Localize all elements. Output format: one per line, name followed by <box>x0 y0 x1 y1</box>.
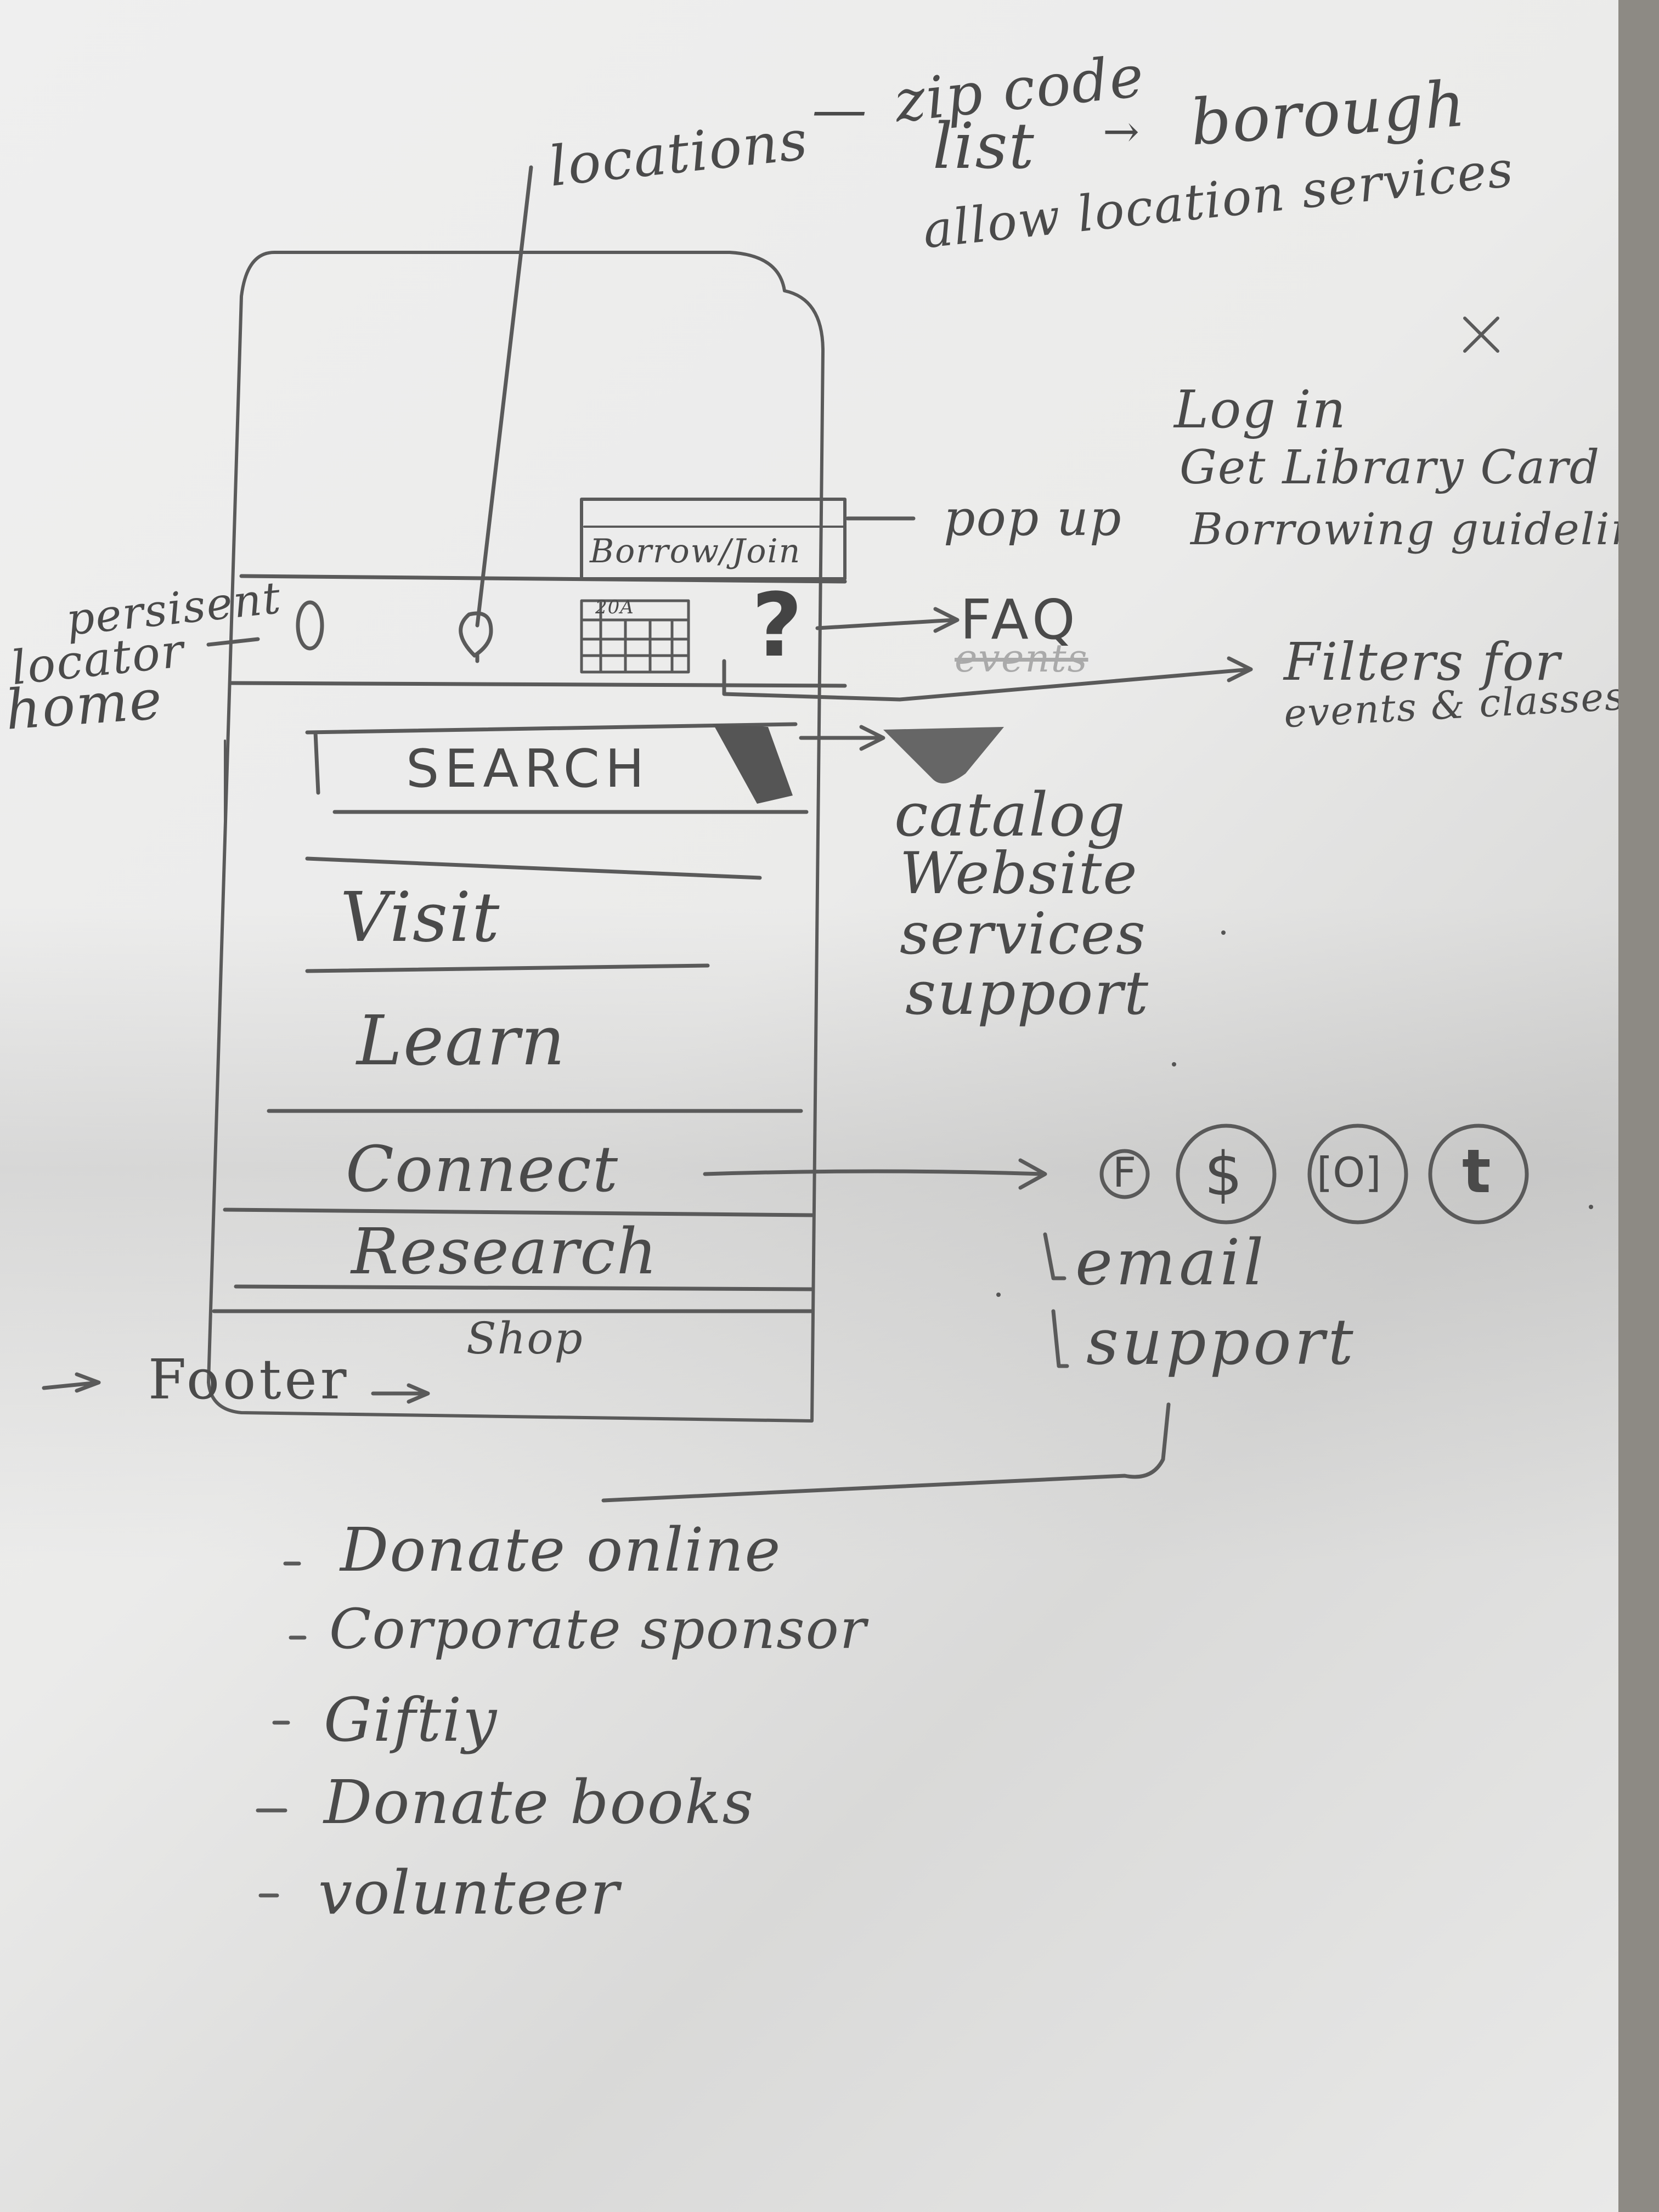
connect-option-support: support <box>1086 1306 1357 1379</box>
search-input[interactable]: SEARCH <box>406 739 650 799</box>
note-footer: Footer <box>148 1347 350 1412</box>
facebook-icon <box>1099 1149 1150 1199</box>
dropdown-triangle <box>883 727 1004 783</box>
support-item-corporate-sponsor: Corporate sponsor <box>329 1597 867 1661</box>
header-top-rule <box>239 574 847 584</box>
snapchat-icon <box>1176 1124 1277 1224</box>
support-item-giftiy: Giftiy <box>324 1685 498 1755</box>
instagram-icon-glyph: [O] <box>1317 1148 1381 1197</box>
nav-rule-4 <box>223 1207 814 1217</box>
note-home: home <box>3 667 165 742</box>
tumblr-icon-glyph: t <box>1462 1136 1491 1206</box>
nav-item-connect[interactable]: Connect <box>346 1133 619 1206</box>
note-borough: borough <box>1188 67 1469 160</box>
close-icon <box>1463 317 1499 353</box>
connect-option-email: email <box>1075 1226 1267 1300</box>
pencil-sketch-lines <box>42 165 1593 1898</box>
calendar-label: 20A <box>595 596 634 618</box>
note-filters-for: Filters for <box>1284 632 1561 692</box>
support-item-donate-online: Donate online <box>340 1515 782 1585</box>
nav-item-visit[interactable]: Visit <box>340 878 501 957</box>
home-icon <box>296 600 324 651</box>
nav-item-learn[interactable]: Learn <box>357 1001 566 1081</box>
location-pin-icon <box>459 611 493 663</box>
popup-item-get-library-card[interactable]: Get Library Card <box>1180 441 1601 495</box>
nav-rule-5 <box>234 1284 814 1291</box>
nav-rule-2 <box>305 963 710 973</box>
tumblr-icon <box>1428 1124 1529 1224</box>
paper-shadow <box>0 905 1618 1564</box>
calendar-icon <box>580 599 690 674</box>
help-icon[interactable]: ? <box>752 574 808 676</box>
dropdown-item-services: services <box>900 900 1147 967</box>
nav-item-shop[interactable]: Shop <box>466 1313 584 1364</box>
popup-item-log-in[interactable]: Log in <box>1174 380 1347 440</box>
header-bottom-rule <box>228 681 847 688</box>
popup-label: pop up <box>944 489 1122 547</box>
support-item-donate-books: Donate books <box>324 1767 755 1837</box>
search-dropdown-toggle <box>713 724 793 804</box>
note-borough-arrow: → <box>1103 106 1141 157</box>
nav-rule-1 <box>305 856 762 880</box>
popup-close[interactable]: × <box>1459 307 1502 357</box>
nav-item-research[interactable]: Research <box>351 1215 658 1289</box>
borrow-join-button[interactable]: Borrow/Join <box>590 532 802 571</box>
note-events-crossed: events <box>955 636 1088 681</box>
popup-item-borrowing-guidelines[interactable]: Borrowing guidelines <box>1190 504 1618 555</box>
instagram-icon <box>1307 1124 1408 1224</box>
paper-sheet: locations — zip code list → borough allo… <box>0 0 1618 2212</box>
note-dash: — <box>812 77 868 142</box>
dropdown-item-catalog: catalog <box>894 780 1126 850</box>
note-faq: FAQ <box>960 588 1080 652</box>
note-list: list <box>933 110 1035 183</box>
snapchat-icon-glyph: $ <box>1204 1139 1243 1209</box>
dropdown-item-support: support <box>905 958 1150 1028</box>
locations-leader-line <box>475 165 533 628</box>
borrow-join-box <box>580 498 847 580</box>
dropdown-item-website: Website <box>900 840 1138 907</box>
support-item-volunteer: volunteer <box>318 1858 620 1928</box>
phone-outline <box>207 251 825 1423</box>
facebook-icon-glyph: F <box>1113 1148 1137 1197</box>
